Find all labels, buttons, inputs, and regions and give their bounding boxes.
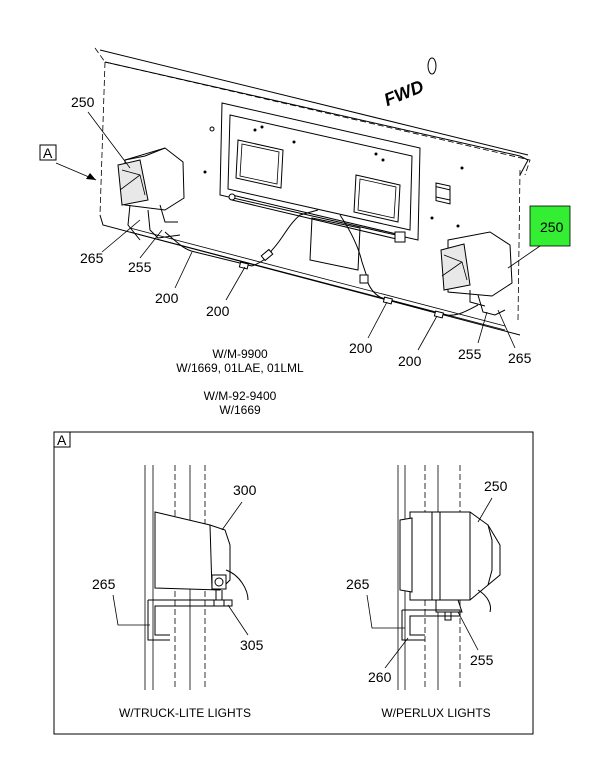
view-a-reference: A	[43, 145, 53, 161]
note-line-3: W/M-92-9400	[204, 389, 277, 403]
leader-265-right	[497, 309, 516, 349]
perlux-detail: 250 265 255 260 W/PERLUX LIGHTS	[346, 465, 508, 720]
leader-250-perlux	[477, 497, 493, 523]
note-line-2: W/1669, 01LAE, 01LML	[176, 361, 304, 375]
callout-300: 300	[233, 482, 257, 498]
callout-250-perlux: 250	[484, 478, 508, 494]
leader-255-left	[139, 229, 163, 259]
callout-200-b: 200	[206, 303, 230, 319]
detail-label: A	[57, 432, 67, 448]
leader-255-right	[477, 311, 488, 344]
callout-265-truck-lite: 265	[92, 576, 116, 592]
right-lamp	[440, 231, 513, 316]
caption-truck-lite: W/TRUCK-LITE LIGHTS	[119, 706, 251, 720]
callout-250-highlight[interactable]	[529, 205, 571, 247]
leader-250-left	[87, 111, 131, 169]
leader-250-right	[507, 245, 541, 269]
callout-250-right: 250	[540, 219, 564, 235]
caption-perlux: W/PERLUX LIGHTS	[381, 706, 490, 720]
fwd-arrow-icon	[427, 57, 437, 75]
callout-250-left: 250	[71, 94, 95, 110]
mounting-panel	[94, 47, 531, 336]
fwd-label: FWD	[381, 76, 426, 110]
leader-200-a	[174, 251, 193, 289]
perlux-lamp	[409, 511, 493, 601]
callout-200-d: 200	[398, 353, 422, 369]
note-line-1: W/M-9900	[212, 347, 268, 361]
detail-view-a: A 300 265 305 W/TR	[53, 431, 534, 735]
callout-305: 305	[240, 637, 264, 653]
leader-255-perlux	[457, 611, 479, 651]
leader-200-d	[417, 315, 438, 351]
detail-label-box	[53, 431, 71, 448]
callout-200-a: 200	[155, 290, 179, 306]
main-callouts: 250 250 265 255 200 200 200 200 255 265 …	[39, 94, 571, 369]
left-lamp	[117, 147, 185, 241]
callout-260: 260	[368, 669, 392, 685]
callout-265-perlux: 265	[346, 576, 370, 592]
model-notes: W/M-9900 W/1669, 01LAE, 01LML W/M-92-940…	[176, 347, 304, 417]
callout-265-right: 265	[508, 350, 532, 366]
leader-260	[384, 637, 409, 669]
leader-200-c	[367, 301, 388, 339]
callout-255-left: 255	[128, 259, 152, 275]
leader-265-left	[101, 219, 141, 253]
center-bracket	[203, 102, 464, 271]
callout-255-perlux: 255	[470, 652, 494, 668]
leader-305	[227, 604, 249, 636]
callout-200-c: 200	[349, 340, 373, 356]
view-a-reference-box	[39, 144, 57, 161]
leader-300	[221, 501, 243, 531]
leader-265-truck-lite	[112, 594, 150, 626]
truck-lite-detail: 300 265 305 W/TRUCK-LITE LIGHTS	[92, 465, 264, 720]
detail-frame	[53, 431, 534, 735]
leader-200-b	[225, 266, 246, 301]
note-line-4: W/1669	[219, 403, 261, 417]
callout-265-left: 265	[80, 250, 104, 266]
main-assembly-view: FWD	[39, 47, 571, 417]
arrow-head-icon	[86, 173, 96, 180]
fwd-marker: FWD	[381, 57, 437, 110]
leader-265-perlux	[366, 594, 405, 629]
callout-255-right: 255	[458, 346, 482, 362]
wiring-harness	[164, 209, 479, 319]
